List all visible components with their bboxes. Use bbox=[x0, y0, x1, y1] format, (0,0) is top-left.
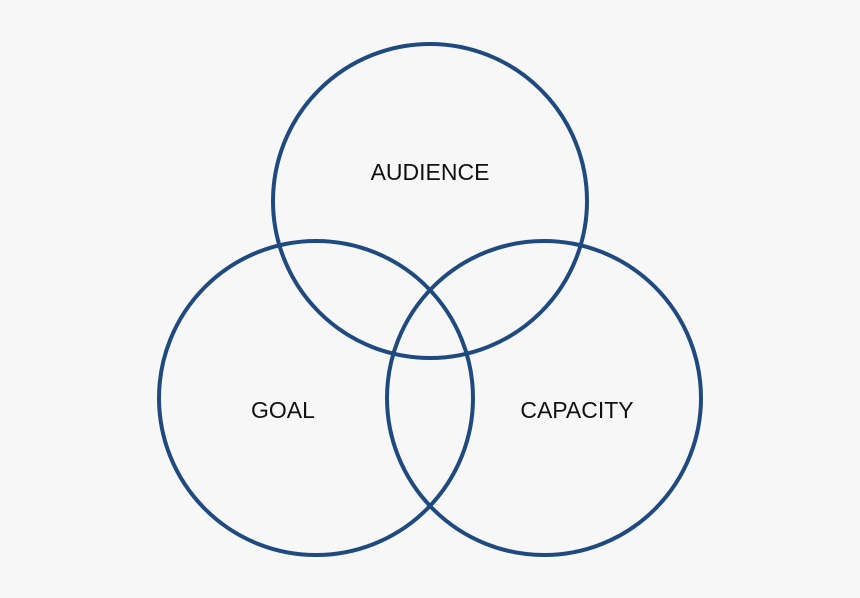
capacity-label: CAPACITY bbox=[520, 397, 633, 423]
capacity-circle bbox=[385, 239, 703, 557]
audience-label: AUDIENCE bbox=[371, 159, 490, 185]
goal-label: GOAL bbox=[251, 397, 315, 423]
goal-circle bbox=[157, 239, 475, 557]
audience-circle bbox=[271, 42, 589, 360]
